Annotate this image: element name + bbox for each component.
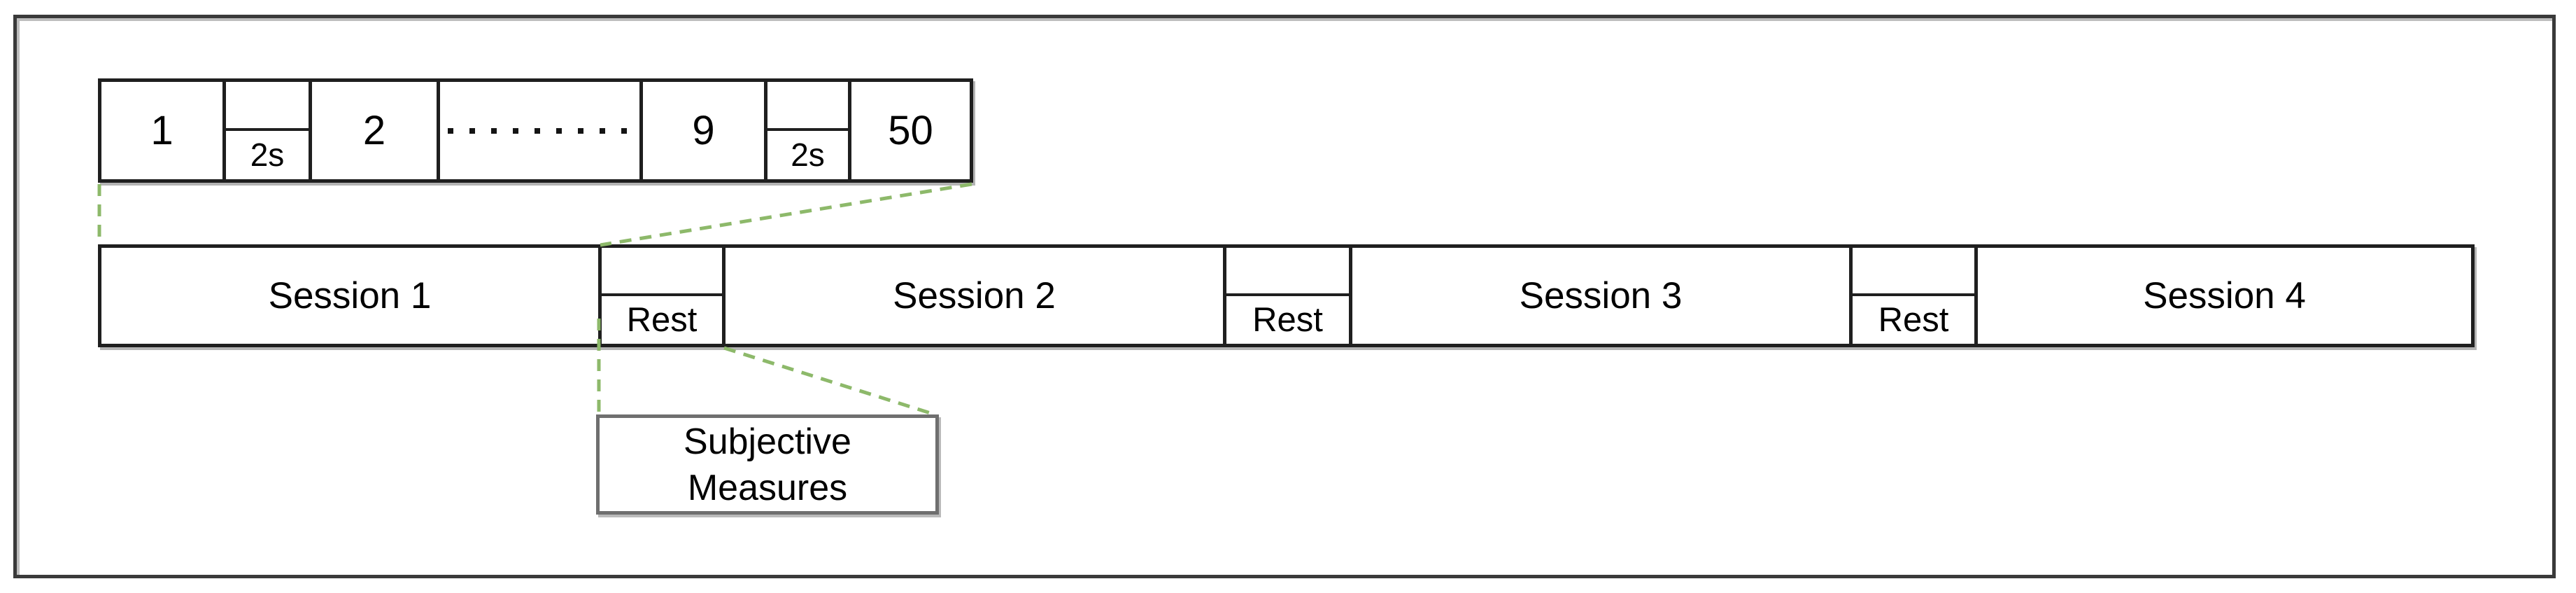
session-timeline-row: Session 1 Rest Session 2 Rest Session 3 … bbox=[98, 244, 2475, 347]
trial-ellipsis-box bbox=[440, 82, 643, 179]
gap-divider bbox=[226, 82, 309, 131]
subjective-measures-box: Subjective Measures bbox=[596, 414, 939, 515]
gap-duration-label: 2s bbox=[791, 137, 825, 174]
trial-9-label: 9 bbox=[692, 108, 715, 153]
rest-divider bbox=[1853, 248, 1974, 296]
intertrial-gap-box-2: 2s bbox=[767, 82, 851, 179]
session-3-label: Session 3 bbox=[1519, 275, 1683, 316]
rest-box-2: Rest bbox=[1226, 248, 1352, 344]
session-3-box: Session 3 bbox=[1352, 248, 1853, 344]
trial-box-2: 2 bbox=[312, 82, 440, 179]
trial-2-label: 2 bbox=[362, 108, 386, 153]
rest-box-3: Rest bbox=[1853, 248, 1978, 344]
intertrial-gap-box-1: 2s bbox=[226, 82, 312, 179]
rest-3-label: Rest bbox=[1878, 300, 1949, 339]
trial-box-9: 9 bbox=[643, 82, 767, 179]
gap-duration-label: 2s bbox=[250, 137, 285, 174]
session-4-box: Session 4 bbox=[1978, 248, 2471, 344]
session-1-box: Session 1 bbox=[101, 248, 602, 344]
subjective-measures-label-line2: Measures bbox=[687, 467, 848, 508]
rest-1-label: Rest bbox=[626, 300, 698, 339]
trial-50-label: 50 bbox=[888, 108, 933, 153]
trial-box-1: 1 bbox=[101, 82, 226, 179]
session-2-label: Session 2 bbox=[893, 275, 1056, 316]
rest-divider bbox=[1226, 248, 1349, 296]
trial-sequence-row: 1 2s 2 9 2s 50 bbox=[98, 78, 973, 183]
rest-divider bbox=[602, 248, 722, 296]
trial-1-label: 1 bbox=[150, 108, 174, 153]
dotted-ellipsis-icon bbox=[447, 127, 632, 134]
rest-2-label: Rest bbox=[1252, 300, 1323, 339]
session-1-label: Session 1 bbox=[268, 275, 432, 316]
session-4-label: Session 4 bbox=[2143, 275, 2306, 316]
rest-box-1: Rest bbox=[602, 248, 726, 344]
subjective-measures-label-line1: Subjective bbox=[684, 421, 851, 462]
gap-divider bbox=[767, 82, 848, 131]
session-2-box: Session 2 bbox=[726, 248, 1226, 344]
trial-box-50: 50 bbox=[851, 82, 970, 179]
